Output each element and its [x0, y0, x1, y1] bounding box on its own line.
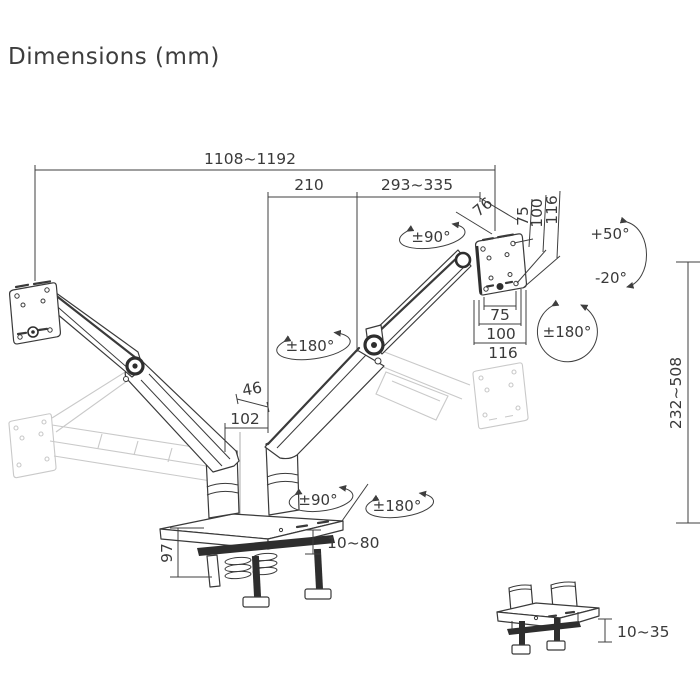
base-swivel-90-arrow [288, 485, 354, 513]
desk-clamp-base [159, 513, 344, 608]
dim-vesa-h75: 75 [490, 306, 510, 324]
dim-plate-offset: 76 [469, 194, 496, 220]
dim-vesa-vertical-lines [513, 190, 561, 289]
clamp-springs [224, 552, 278, 580]
swivel-upper-arrow [399, 221, 466, 250]
dim-vesa-v100: 100 [528, 198, 546, 228]
clamp-range-symbol [305, 529, 321, 555]
swivel-elbow-arrow [276, 329, 351, 361]
dim-vesa-horizontal-lines [473, 289, 527, 345]
dim-vesa-h116: 116 [488, 344, 518, 362]
right-lower-arm [264, 346, 385, 460]
right-plate-joint [454, 251, 472, 269]
dim-height-range-lines [676, 261, 700, 524]
dim-rear-reach: 293~335 [381, 176, 453, 194]
dim-post-lines [224, 393, 270, 452]
tilt-arc-arrow [619, 216, 647, 289]
left-vesa-plate [8, 280, 62, 345]
left-elbow-joint [123, 356, 145, 382]
ghost-right-arm-extended [375, 350, 529, 430]
dim-vesa-h100: 100 [486, 325, 516, 343]
dim-swivel-upper: ±90° [411, 228, 450, 246]
clamp-screw [251, 555, 262, 599]
dim-front-reach: 210 [294, 176, 324, 194]
clamp-bar [197, 535, 335, 556]
clamp-screw [313, 548, 324, 592]
right-elbow-joint [363, 324, 385, 365]
page-title: Dimensions (mm) [8, 44, 220, 70]
dim-base-height-lines [170, 527, 212, 578]
dim-post-offset: 46 [241, 378, 264, 399]
right-vesa-plate [474, 233, 528, 296]
dim-base-swivel-180: ±180° [373, 497, 422, 515]
base-swivel-180-arrow [365, 490, 434, 519]
dim-swivel-elbow: ±180° [286, 337, 335, 355]
dim-vesa-v75: 75 [514, 206, 532, 226]
dim-tilt-down: -20° [595, 269, 627, 287]
dim-plate-rotation: ±180° [543, 323, 592, 341]
dim-post-spacing: 102 [230, 410, 260, 428]
dim-total-width-lines [34, 165, 496, 281]
dim-base-height: 97 [158, 543, 176, 563]
dim-base-swivel-90: ±90° [298, 491, 337, 509]
plate-rotation-arrow [536, 299, 598, 363]
dim-total-width: 1108~1192 [204, 150, 296, 168]
dim-vesa-v116: 116 [543, 195, 561, 225]
grommet-mount-base [496, 581, 600, 655]
grommet-range-symbol [598, 618, 612, 643]
dim-reach-lines [267, 192, 518, 427]
dim-grommet-thickness: 10~35 [617, 623, 669, 641]
dim-tilt-up: +50° [590, 225, 629, 243]
swivel-slash [341, 483, 369, 522]
right-upper-arm [368, 249, 472, 355]
dim-clamp-thickness: 10~80 [327, 534, 379, 552]
dim-height-range: 232~508 [667, 357, 685, 429]
